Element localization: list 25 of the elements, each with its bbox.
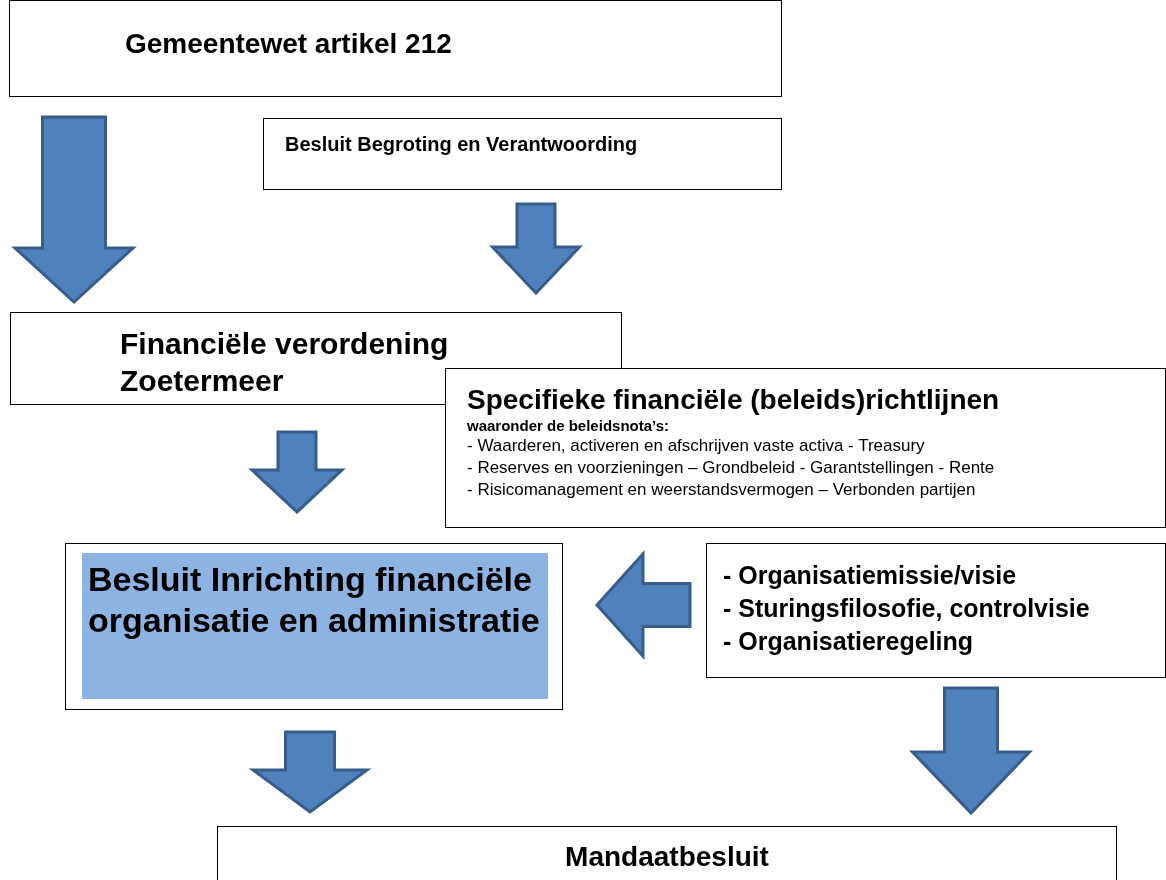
node-text: waaronder de beleidsnota’s: (467, 417, 669, 435)
block-arrow (11, 115, 137, 305)
node-label: Financiële verordening Zoetermeer (120, 326, 450, 399)
node-text: - Sturingsfilosofie, controlvisie (723, 593, 1090, 624)
node-text: - Waarderen, activeren en afschrijven vaste activa - Treasury (467, 435, 925, 457)
node-label: Besluit Inrichting financiële organisatie en administratie (88, 559, 541, 641)
process-box (65, 543, 563, 710)
node-text: - Organisatieregeling (723, 626, 974, 657)
block-arrow (248, 730, 372, 814)
process-box (263, 118, 782, 190)
process-box (217, 826, 1117, 880)
node-label: Gemeentewet artikel 212 (125, 27, 452, 61)
node-label: Besluit Begroting en Verantwoording (285, 132, 638, 156)
node-label: - Organisatiemissie/visie (723, 560, 1017, 591)
node-text: - Reserves en voorzieningen – Grondbeleid - Garantstellingen - Rente (467, 457, 995, 479)
process-box (445, 368, 1166, 528)
process-box (9, 0, 782, 97)
block-arrow (909, 686, 1033, 816)
block-arrow (594, 550, 692, 660)
node-label: Specifieke financiële (beleids)richtlijnen (467, 383, 1000, 417)
block-arrow (489, 202, 583, 296)
process-box (706, 543, 1166, 678)
node-label: Mandaatbesluit (565, 840, 769, 874)
node-text: - Risicomanagement en weerstandsvermogen – Verbonden partijen (467, 479, 976, 501)
block-arrow (248, 430, 346, 515)
